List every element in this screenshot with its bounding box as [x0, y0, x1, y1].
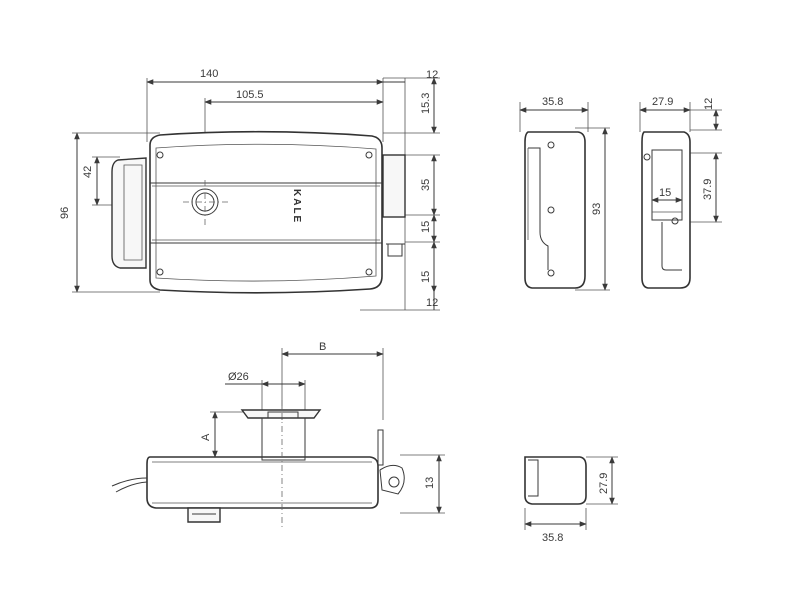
keeper-view: 27.9 12 15 37.9: [639, 96, 722, 289]
dim-front-height-42: 42: [82, 166, 94, 178]
dim-keeper-slot-15: 15: [659, 187, 671, 199]
dim-front-width-105-5: 105.5: [236, 89, 264, 101]
dim-side-height-93: 93: [591, 203, 603, 215]
dim-front-height-96: 96: [59, 207, 71, 219]
top-view: B Ø26 A 13: [111, 341, 445, 530]
dim-side-width-35-8: 35.8: [542, 96, 563, 108]
dim-keeper-top-width-35-8: 35.8: [542, 532, 563, 544]
keeper-top-view: 27.9 35.8: [524, 456, 618, 544]
dim-front-top-12: 12: [426, 69, 438, 81]
dim-keeper-top-height-27-9: 27.9: [598, 473, 610, 494]
side-view: 35.8 93: [519, 96, 610, 291]
dim-keeper-width-27-9: 27.9: [652, 96, 673, 108]
dim-front-right-35: 35: [420, 179, 432, 191]
dim-top-label-b: B: [319, 341, 326, 353]
dim-top-label-diameter: Ø26: [228, 371, 249, 383]
front-view: KALE 140 105.5 12 15.3 96 42 35 15 15 12: [59, 68, 440, 311]
dim-top-label-a: A: [200, 433, 212, 441]
brand-label: KALE: [291, 189, 302, 224]
dim-top-height-13: 13: [424, 477, 436, 489]
dim-front-right-15a: 15: [420, 221, 432, 233]
dim-front-bottom-12: 12: [426, 297, 438, 309]
dim-keeper-top-12: 12: [703, 98, 715, 110]
dim-front-right-15b: 15: [420, 271, 432, 283]
dim-front-top-15-3: 15.3: [420, 93, 432, 114]
dim-front-width-140: 140: [200, 68, 218, 80]
dim-keeper-height-37-9: 37.9: [702, 179, 714, 200]
